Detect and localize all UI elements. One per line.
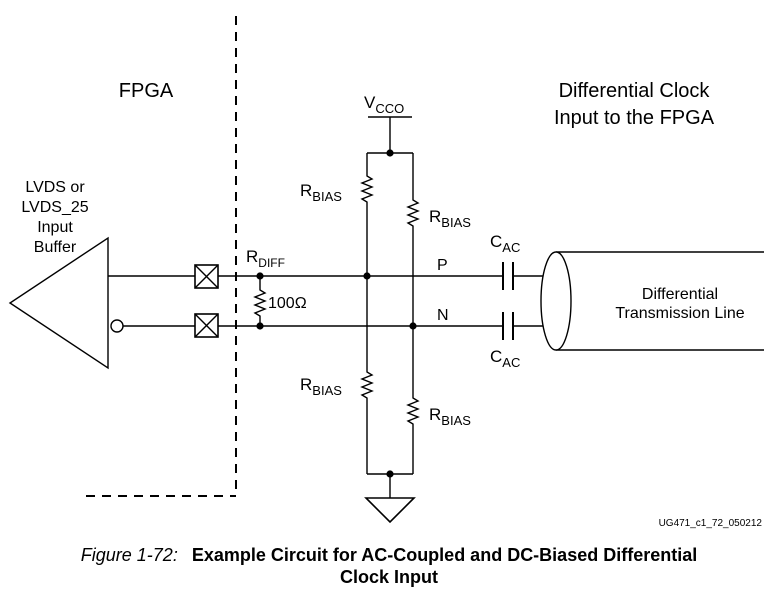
n-pad: [194, 313, 219, 338]
caption-line-1: Figure 1-72: Example Circuit for AC-Coupl…: [0, 544, 778, 566]
rbias-top-left: [360, 153, 374, 280]
svg-text:Input to the FPGA: Input to the FPGA: [554, 107, 715, 129]
caption-title-1: Example Circuit for AC-Coupled and DC-Bi…: [191, 545, 698, 565]
diff-clock-label: Differential Clock Input to the FPGA: [554, 80, 715, 129]
cac-top-label: CAC: [490, 232, 520, 255]
tline-label-2: Transmission Line: [615, 305, 744, 322]
rbias-bottom-right-label: RBIAS: [429, 405, 471, 428]
input-buffer-label: LVDS or LVDS_25 Input Buffer: [21, 179, 88, 256]
fpga-boundary: [86, 16, 237, 497]
rbias-top-right: [406, 153, 420, 330]
rbias-bottom-left: [360, 276, 374, 474]
circuit-diagram: FPGA LVDS or LVDS_25 Input Buffer Differ…: [8, 16, 764, 529]
cac-bottom-label: CAC: [490, 347, 520, 370]
rdiff-label: RDIFF: [246, 247, 285, 270]
rbias-bottom-left-label: RBIAS: [300, 375, 342, 398]
rbias-bottom-right: [406, 326, 420, 474]
svg-text:LVDS_25: LVDS_25: [21, 199, 88, 216]
p-label: P: [437, 257, 448, 274]
vcco-label: VCCO: [364, 93, 404, 116]
input-buffer-symbol: [8, 236, 124, 370]
fpga-label: FPGA: [119, 80, 174, 102]
figure-caption: Figure 1-72: Example Circuit for AC-Coupl…: [0, 544, 778, 588]
rdiff-resistor: [253, 272, 267, 330]
svg-text:LVDS or: LVDS or: [25, 179, 85, 196]
caption-line-2: Clock Input: [0, 566, 778, 588]
vcco-node: [386, 149, 394, 157]
tline-label-1: Differential: [642, 286, 718, 303]
svg-text:Buffer: Buffer: [34, 239, 77, 256]
rbias-top-left-label: RBIAS: [300, 181, 342, 204]
svg-text:Differential Clock: Differential Clock: [559, 80, 711, 102]
ground-symbol: [364, 497, 416, 524]
figure-id: UG471_c1_72_050212: [659, 518, 763, 529]
svg-text:Input: Input: [37, 219, 73, 236]
caption-title-2: Clock Input: [340, 567, 438, 587]
p-pad: [194, 264, 219, 289]
transmission-line: [540, 251, 764, 351]
n-label: N: [437, 307, 449, 324]
rbias-top-right-label: RBIAS: [429, 207, 471, 230]
caption-number: Figure 1-72:: [80, 545, 178, 565]
r100-label: 100Ω: [268, 295, 307, 312]
